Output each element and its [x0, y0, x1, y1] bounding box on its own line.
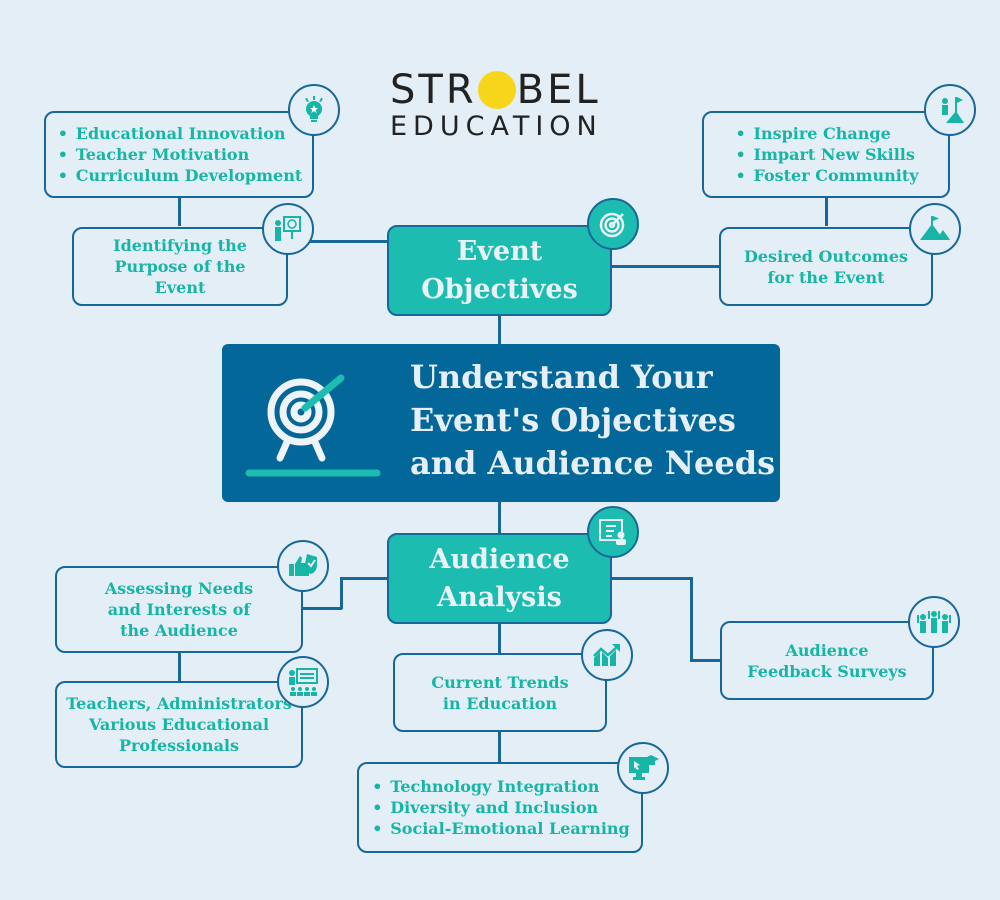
- box-label: Teachers, Administrators Various Educati…: [66, 694, 292, 755]
- logo-text: STR: [390, 67, 477, 113]
- list-item: Inspire Change: [735, 123, 918, 144]
- strobel-education-logo: STR BEL EDUCATION: [390, 68, 620, 142]
- purpose-list-box: Educational Innovation Teacher Motivatio…: [44, 111, 314, 198]
- connector: [611, 265, 721, 268]
- box-label: Assessing Needs and Interests of the Aud…: [104, 579, 254, 640]
- feedback-surveys-box: Audience Feedback Surveys: [720, 621, 934, 700]
- list-item: Technology Integration: [372, 776, 629, 797]
- event-objectives-node: Event Objectives: [387, 225, 612, 316]
- online-learning-icon: [617, 742, 669, 794]
- trends-list-box: Technology Integration Diversity and Inc…: [357, 762, 643, 853]
- target-icon: [587, 198, 639, 250]
- presenter-target-icon: [262, 203, 314, 255]
- sun-icon: [477, 71, 516, 109]
- node-label: Event Objectives: [421, 235, 578, 305]
- connector: [178, 196, 181, 226]
- node-label: Audience Analysis: [429, 543, 570, 613]
- thumbs-up-shield-icon: [277, 540, 329, 592]
- box-label: Current Trends in Education: [431, 672, 569, 713]
- audience-types-box: Teachers, Administrators Various Educati…: [55, 681, 303, 768]
- list-item: Social-Emotional Learning: [372, 818, 630, 839]
- logo-text: BEL: [516, 67, 601, 113]
- box-label: Identifying the Purpose of the Event: [113, 236, 247, 297]
- connector: [498, 314, 501, 346]
- connector: [178, 650, 181, 682]
- logo-subtext: EDUCATION: [390, 111, 603, 142]
- connector: [340, 577, 388, 580]
- list-item: Diversity and Inclusion: [372, 797, 629, 818]
- target-arrow-icon: [245, 370, 385, 484]
- classroom-icon: [277, 656, 329, 708]
- checklist-user-icon: [587, 506, 639, 558]
- list-item: Teacher Motivation: [58, 144, 303, 165]
- connector: [340, 577, 343, 609]
- outcomes-box: Desired Outcomes for the Event: [719, 227, 933, 306]
- assessing-needs-box: Assessing Needs and Interests of the Aud…: [55, 566, 303, 653]
- connector: [690, 577, 693, 661]
- connector: [300, 607, 342, 610]
- outcomes-list-box: Inspire Change Impart New Skills Foster …: [702, 111, 950, 198]
- connector: [498, 622, 501, 654]
- connector: [610, 577, 692, 580]
- connector: [498, 500, 501, 534]
- list-item: Impart New Skills: [735, 144, 918, 165]
- lightbulb-icon: [288, 84, 340, 136]
- group-cheering-icon: [908, 596, 960, 648]
- connector: [690, 659, 722, 662]
- mountain-flag-icon: [909, 203, 961, 255]
- list-item: Foster Community: [735, 165, 918, 186]
- trend-chart-icon: [581, 629, 633, 681]
- box-label: Audience Feedback Surveys: [747, 640, 907, 681]
- connector: [287, 240, 387, 243]
- audience-analysis-node: Audience Analysis: [387, 533, 612, 624]
- list-item: Curriculum Development: [58, 165, 302, 186]
- current-trends-box: Current Trends in Education: [393, 653, 607, 732]
- connector: [825, 196, 828, 226]
- connector: [498, 731, 501, 763]
- list-item: Educational Innovation: [58, 123, 303, 144]
- main-title: Understand Your Event's Objectives and A…: [410, 358, 776, 482]
- box-label: Desired Outcomes for the Event: [744, 246, 908, 287]
- purpose-box: Identifying the Purpose of the Event: [72, 227, 288, 306]
- climber-flag-icon: [924, 84, 976, 136]
